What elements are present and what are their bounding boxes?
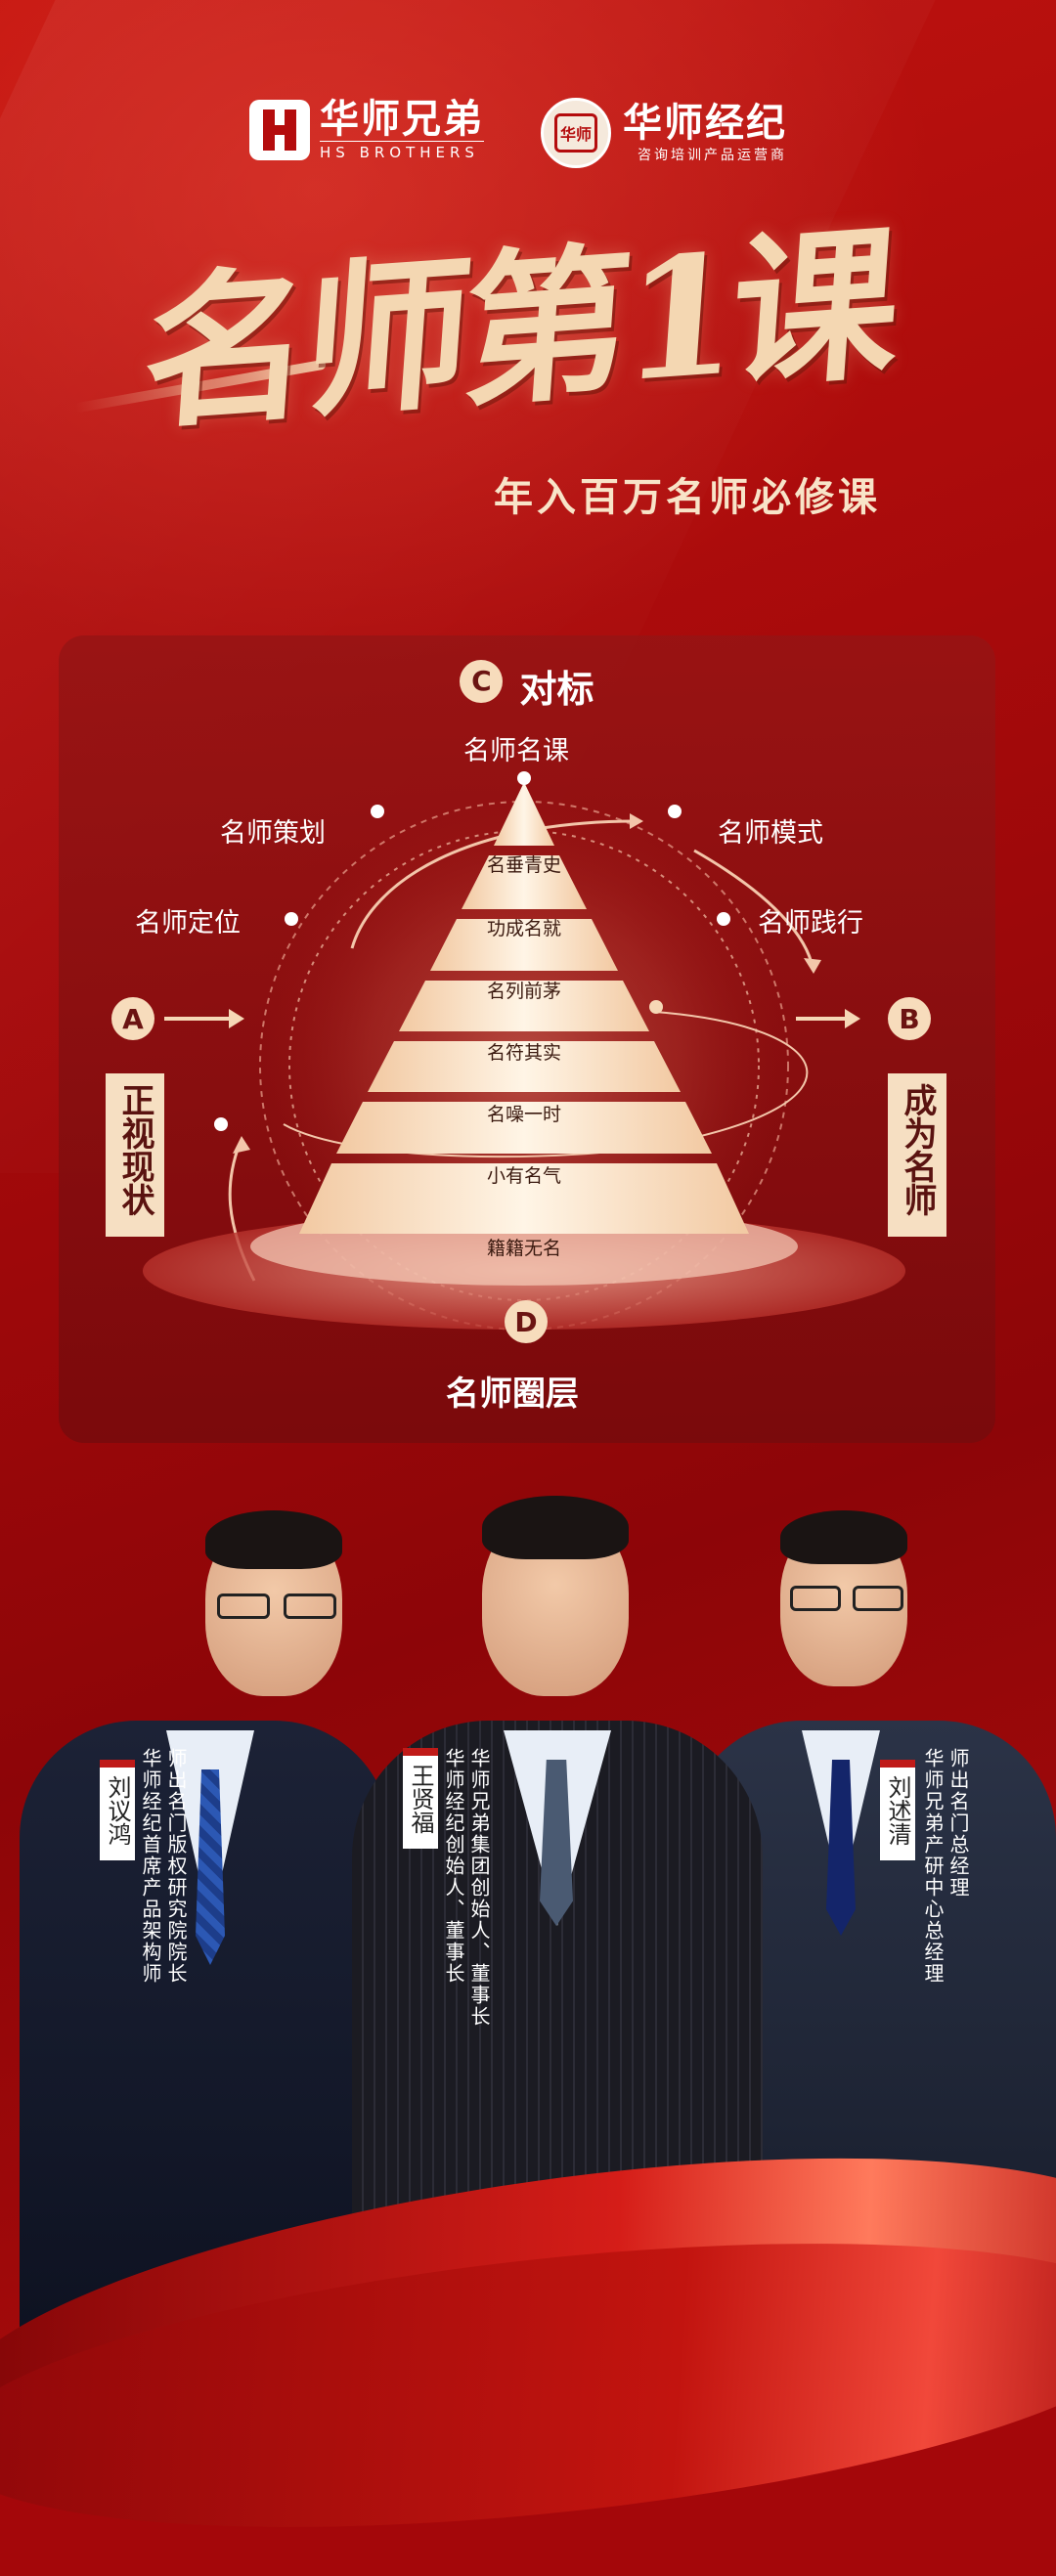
tie-center — [540, 1760, 573, 1926]
badge-c: C — [460, 659, 504, 703]
arrow-b — [796, 1017, 847, 1021]
badge-d: D — [505, 1300, 548, 1343]
name-card-right: 刘述清 — [880, 1760, 915, 1860]
stage-label-upper-left: 名师策划 — [220, 818, 326, 849]
name-center: 王贤福 — [407, 1764, 434, 1834]
name-card-left: 刘议鸿 — [100, 1760, 135, 1860]
badge-b: B — [888, 997, 931, 1040]
title-center-1: 华师兄弟集团创始人、董事长 — [467, 1748, 491, 2028]
pyramid-layer-4: 名符其实 — [486, 1042, 561, 1064]
brand1-sub: HS BROTHERS — [320, 141, 484, 161]
brand2-name: 华师经纪 — [623, 101, 787, 146]
title-right-2: 华师兄弟产研中心总经理 — [921, 1748, 945, 1985]
pyramid-layer-2: 功成名就 — [486, 918, 561, 939]
seal-text: 华师 — [554, 113, 597, 153]
hair-right — [780, 1510, 907, 1564]
logo-row: 华师兄弟 HS BROTHERS 华师 华师经纪 咨询培训产品运营商 — [0, 98, 1056, 176]
stage-label-top: 名师名课 — [463, 736, 569, 766]
name-right: 刘述清 — [884, 1775, 911, 1846]
title-right-1: 师出名门总经理 — [946, 1748, 970, 1899]
stage-label-right: 名师践行 — [758, 908, 863, 939]
name-card-center: 王贤福 — [403, 1748, 438, 1849]
pyramid-layer-1: 名垂青史 — [486, 854, 561, 876]
hero-subtitle: 年入百万名师必修课 — [494, 475, 881, 520]
pyramid-layer-7: 籍籍无名 — [486, 1238, 561, 1259]
hair-center — [482, 1496, 629, 1559]
hs-brothers-logo: 华师兄弟 HS BROTHERS — [249, 98, 484, 161]
name-left: 刘议鸿 — [104, 1775, 131, 1846]
left-vertical-label: 正视现状 — [106, 1073, 164, 1237]
pyramid-layer-5: 名噪一时 — [486, 1104, 561, 1125]
title-left-1: 师出名门版权研究院院长 — [164, 1748, 188, 1985]
badge-a: A — [111, 997, 154, 1040]
seal-icon: 华师 — [541, 98, 611, 168]
glasses-right-person-l-icon — [790, 1586, 841, 1611]
stage-label-left: 名师定位 — [135, 908, 241, 939]
arrow-a-head-icon — [229, 1009, 244, 1028]
stage-d-label: 名师圈层 — [446, 1375, 579, 1414]
arrow-b-head-icon — [845, 1009, 860, 1028]
right-vertical-text: 成为名师 — [898, 1083, 937, 1216]
pyramid-layer-6: 小有名气 — [486, 1165, 561, 1187]
hair-left — [205, 1510, 342, 1569]
arrow-a — [164, 1017, 231, 1021]
right-vertical-label: 成为名师 — [888, 1073, 946, 1237]
stage-c-label: 对标 — [519, 668, 594, 711]
title-left-2: 华师经纪首席产品架构师 — [139, 1748, 162, 1985]
title-center-2: 华师经纪创始人、董事长 — [442, 1748, 465, 1985]
glasses-right-person-r-icon — [853, 1586, 903, 1611]
left-vertical-text: 正视现状 — [115, 1083, 154, 1216]
pyramid-layer-3: 名列前茅 — [486, 981, 561, 1002]
brand2-sub: 咨询培训产品运营商 — [638, 148, 787, 163]
pyramid-diagram — [143, 771, 905, 1331]
brand1-name: 华师兄弟 — [320, 97, 484, 142]
glasses-right-icon — [284, 1594, 336, 1619]
hs-logo-mark-icon — [249, 99, 310, 160]
tie-left — [196, 1769, 225, 1965]
hs-agency-logo: 华师 华师经纪 咨询培训产品运营商 — [541, 98, 787, 168]
glasses-left-icon — [217, 1594, 270, 1619]
tie-right — [826, 1760, 856, 1936]
stage-c: C 对标 — [59, 659, 995, 713]
stage-label-upper-right: 名师模式 — [718, 818, 823, 849]
diagram-panel: C 对标 名师名课 名师策划 名师模式 名师定位 名师践行 名垂青史 功成名就 … — [59, 635, 995, 1443]
